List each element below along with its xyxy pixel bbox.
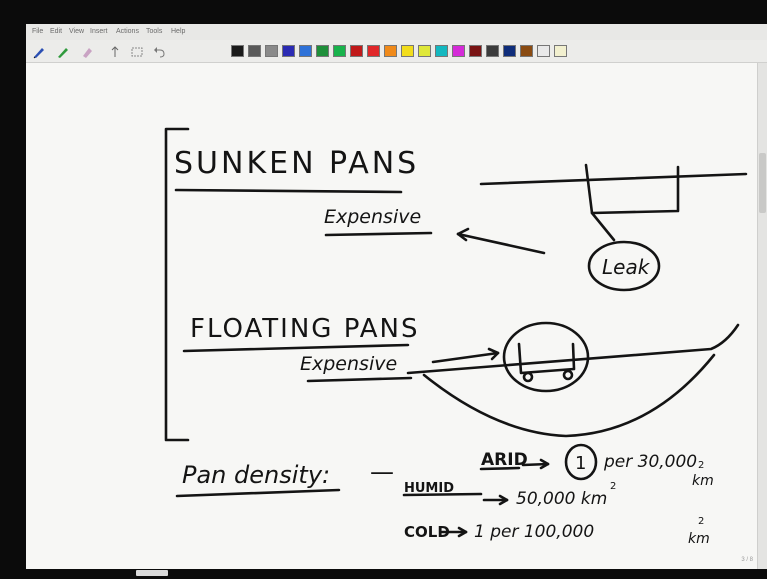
highlighter-tool-icon[interactable] bbox=[56, 44, 70, 58]
color-swatch[interactable] bbox=[282, 45, 295, 57]
color-swatch[interactable] bbox=[333, 45, 346, 57]
arid-exponent: 2 bbox=[698, 460, 704, 471]
taskbar bbox=[0, 569, 767, 579]
taskbar-app-button[interactable] bbox=[136, 570, 168, 576]
color-swatch[interactable] bbox=[469, 45, 482, 57]
color-swatch[interactable] bbox=[299, 45, 312, 57]
cold-value: 1 per 100,000 bbox=[474, 522, 594, 542]
handwritten-notes: SUNKEN PANS Expensive Leak FLOATING PANS… bbox=[26, 63, 767, 569]
menu-bar: File Edit View Insert Actions Tools Help bbox=[26, 24, 767, 41]
sunken-underline bbox=[176, 190, 401, 192]
undo-tool-icon[interactable] bbox=[152, 44, 166, 58]
vertical-scrollbar[interactable] bbox=[757, 63, 767, 569]
cold-label: COLD bbox=[404, 523, 450, 541]
floating-pans-title: FLOATING PANS bbox=[190, 314, 419, 344]
color-swatch[interactable] bbox=[537, 45, 550, 57]
floating-expensive-underline bbox=[308, 378, 411, 381]
menu-tools[interactable]: Tools bbox=[146, 27, 162, 37]
cold-unit: km bbox=[688, 531, 710, 547]
color-swatch[interactable] bbox=[384, 45, 397, 57]
humid-value: 50,000 km bbox=[516, 489, 607, 509]
menu-insert[interactable]: Insert bbox=[90, 27, 108, 37]
color-swatch[interactable] bbox=[350, 45, 363, 57]
sunken-pan-leak-stream bbox=[592, 213, 614, 240]
color-swatch[interactable] bbox=[486, 45, 499, 57]
arid-value: per 30,000 bbox=[603, 452, 697, 472]
menu-edit[interactable]: Edit bbox=[50, 27, 62, 37]
color-swatch[interactable] bbox=[231, 45, 244, 57]
color-swatch[interactable] bbox=[265, 45, 278, 57]
color-swatch[interactable] bbox=[503, 45, 516, 57]
sunken-pans-title: SUNKEN PANS bbox=[174, 146, 419, 181]
page-indicator: 3 / 8 bbox=[741, 557, 753, 563]
floating-pan bbox=[519, 344, 574, 373]
sunken-ground-line bbox=[481, 174, 746, 184]
ink-canvas[interactable]: SUNKEN PANS Expensive Leak FLOATING PANS… bbox=[26, 63, 767, 569]
floating-pan-float-right bbox=[564, 371, 572, 379]
floating-underline bbox=[184, 345, 408, 351]
arid-count: 1 bbox=[575, 453, 586, 474]
humid-label: HUMID bbox=[404, 481, 454, 496]
color-swatch[interactable] bbox=[554, 45, 567, 57]
color-swatch[interactable] bbox=[520, 45, 533, 57]
arid-label: ARID bbox=[481, 450, 528, 470]
color-swatch[interactable] bbox=[435, 45, 448, 57]
pen-tool-icon[interactable] bbox=[32, 44, 46, 58]
pan-density-underline bbox=[177, 490, 339, 496]
color-swatch[interactable] bbox=[248, 45, 261, 57]
sunken-expensive-text: Expensive bbox=[324, 206, 421, 228]
toolbar bbox=[26, 40, 767, 63]
eraser-tool-icon[interactable] bbox=[80, 44, 94, 58]
menu-view[interactable]: View bbox=[69, 27, 84, 37]
menu-file[interactable]: File bbox=[32, 27, 43, 37]
menu-actions[interactable]: Actions bbox=[116, 27, 139, 37]
scrollbar-thumb[interactable] bbox=[759, 153, 766, 213]
float-arrow-line bbox=[433, 353, 498, 362]
color-swatch[interactable] bbox=[367, 45, 380, 57]
menu-help[interactable]: Help bbox=[171, 27, 185, 37]
color-swatch[interactable] bbox=[418, 45, 431, 57]
color-swatch[interactable] bbox=[401, 45, 414, 57]
float-circle bbox=[504, 323, 588, 391]
cold-exponent: 2 bbox=[698, 516, 704, 527]
lasso-tool-icon[interactable] bbox=[130, 44, 144, 58]
color-swatch[interactable] bbox=[316, 45, 329, 57]
leak-arrow-line bbox=[458, 234, 544, 253]
sunken-pan bbox=[586, 165, 678, 213]
floating-pan-float-left bbox=[524, 373, 532, 381]
arid-unit: km bbox=[692, 473, 714, 489]
leak-text: Leak bbox=[602, 255, 651, 279]
insert-space-tool-icon[interactable] bbox=[108, 44, 122, 58]
humid-exponent: 2 bbox=[610, 481, 616, 492]
whiteboard-app-window: File Edit View Insert Actions Tools Help bbox=[26, 24, 767, 569]
floating-expensive-text: Expensive bbox=[300, 353, 397, 375]
pan-density-dash: — bbox=[370, 458, 394, 486]
pan-density-text: Pan density: bbox=[182, 461, 330, 489]
color-swatch[interactable] bbox=[452, 45, 465, 57]
sunken-expensive-underline bbox=[326, 233, 431, 235]
